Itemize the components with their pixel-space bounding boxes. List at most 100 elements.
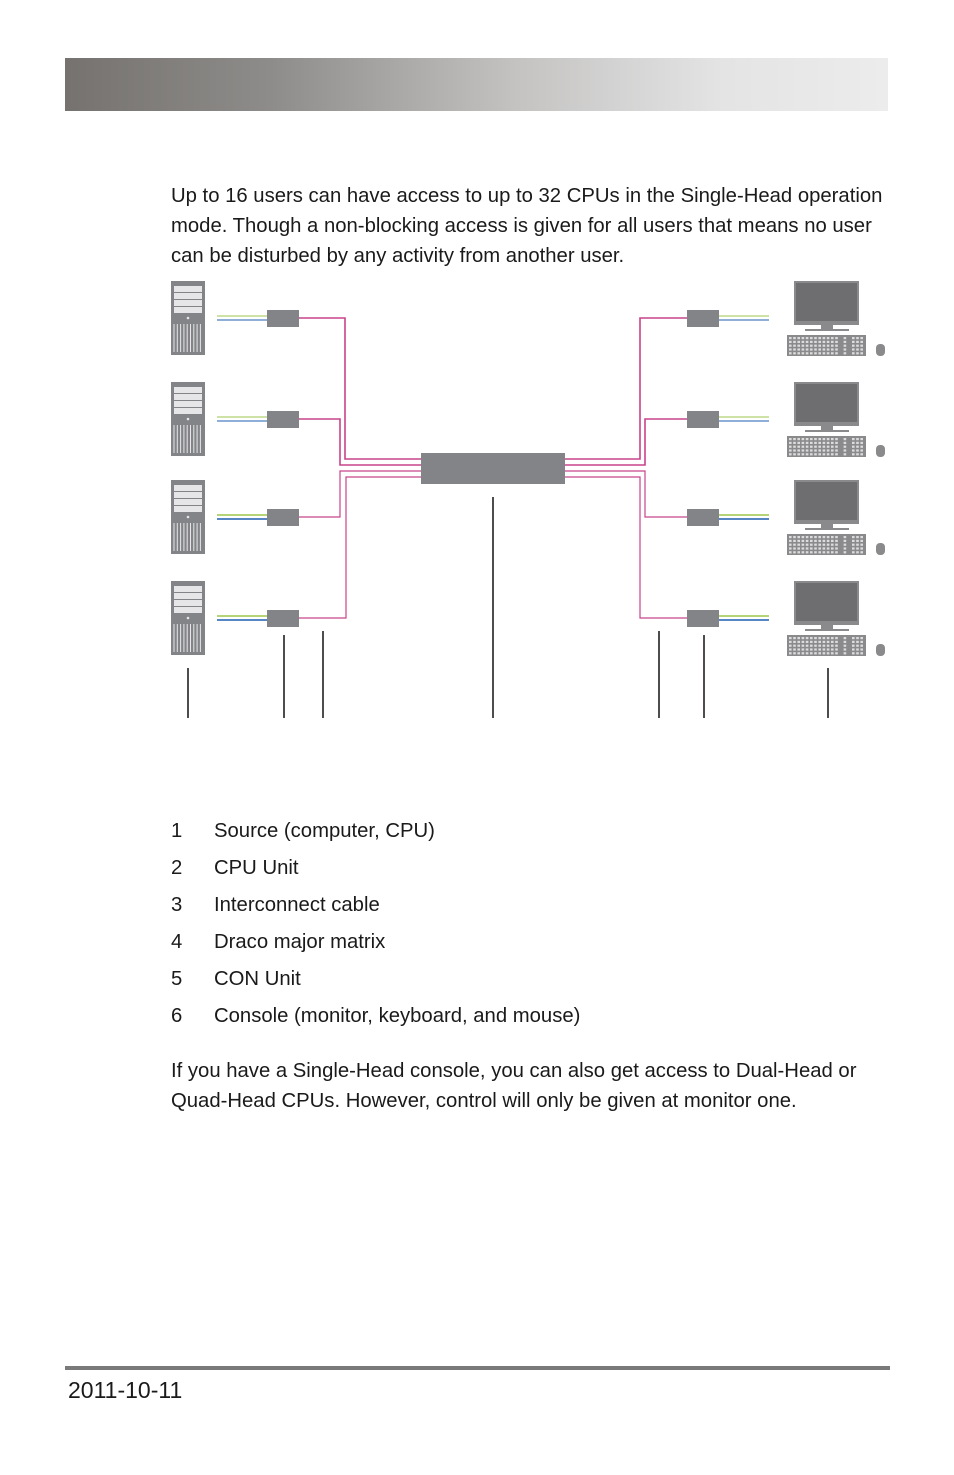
key bbox=[801, 352, 805, 355]
key bbox=[810, 547, 813, 550]
key bbox=[852, 539, 855, 542]
vent-slot bbox=[196, 624, 198, 652]
key bbox=[789, 536, 792, 539]
footer-divider bbox=[65, 1366, 890, 1370]
key bbox=[860, 352, 863, 355]
key bbox=[793, 441, 796, 444]
key bbox=[831, 637, 834, 640]
key bbox=[789, 543, 792, 546]
key bbox=[831, 352, 834, 355]
monitor-neck bbox=[821, 524, 833, 528]
console-icon bbox=[787, 581, 885, 656]
key bbox=[835, 648, 838, 651]
monitor-screen bbox=[796, 283, 857, 321]
key bbox=[797, 543, 800, 546]
key bbox=[843, 449, 847, 452]
key bbox=[856, 453, 859, 456]
key bbox=[805, 352, 809, 355]
interconnect-cable bbox=[565, 418, 687, 466]
key bbox=[805, 449, 809, 452]
key bbox=[814, 449, 817, 452]
key bbox=[822, 648, 826, 651]
key bbox=[852, 536, 855, 539]
system-diagram bbox=[171, 281, 885, 718]
key bbox=[843, 348, 847, 351]
key bbox=[818, 453, 821, 456]
key bbox=[789, 637, 792, 640]
monitor-neck bbox=[821, 625, 833, 629]
key bbox=[822, 348, 826, 351]
key bbox=[860, 337, 863, 340]
key bbox=[818, 352, 821, 355]
key bbox=[831, 652, 834, 655]
interconnect-cable bbox=[565, 470, 687, 518]
key bbox=[810, 340, 813, 343]
key bbox=[810, 449, 813, 452]
key bbox=[856, 445, 859, 448]
key bbox=[801, 536, 805, 539]
intro-paragraph: Up to 16 users can have access to up to … bbox=[171, 185, 883, 267]
header-bar bbox=[65, 58, 888, 111]
key bbox=[789, 640, 792, 643]
key bbox=[793, 352, 796, 355]
key bbox=[856, 337, 859, 340]
key bbox=[801, 640, 805, 643]
key bbox=[814, 438, 817, 441]
key bbox=[805, 453, 809, 456]
monitor-screen bbox=[796, 482, 857, 520]
key bbox=[843, 453, 847, 456]
keyboard-icon bbox=[787, 335, 866, 356]
key bbox=[793, 551, 796, 554]
key bbox=[856, 536, 859, 539]
key bbox=[797, 551, 800, 554]
key bbox=[826, 640, 830, 643]
interconnect-cable bbox=[299, 317, 421, 460]
drive-bay bbox=[174, 300, 202, 306]
vent-slot bbox=[176, 624, 178, 652]
key bbox=[793, 547, 796, 550]
drive-bay bbox=[174, 307, 202, 313]
key bbox=[826, 352, 830, 355]
key bbox=[810, 543, 813, 546]
outro-paragraph: If you have a Single-Head console, you c… bbox=[171, 1060, 857, 1112]
footer-date: 2011-10-11 bbox=[68, 1377, 183, 1403]
key bbox=[856, 551, 859, 554]
key bbox=[801, 438, 805, 441]
key bbox=[805, 536, 809, 539]
key bbox=[860, 449, 863, 452]
key bbox=[852, 340, 855, 343]
key bbox=[843, 637, 847, 640]
interconnect-cable bbox=[565, 317, 687, 460]
key bbox=[810, 352, 813, 355]
key bbox=[826, 337, 830, 340]
key bbox=[793, 348, 796, 351]
legend-label: CPU Unit bbox=[214, 857, 299, 879]
interconnect-cable bbox=[565, 476, 687, 619]
vent-slot bbox=[193, 523, 195, 551]
legend-number: 4 bbox=[171, 931, 183, 953]
vent-slot bbox=[183, 324, 185, 352]
drive-bay bbox=[174, 600, 202, 606]
monitor-neck bbox=[821, 426, 833, 430]
vent-slot bbox=[173, 624, 175, 652]
drive-bay bbox=[174, 485, 202, 491]
key bbox=[810, 441, 813, 444]
key bbox=[801, 348, 805, 351]
key bbox=[801, 644, 805, 647]
key bbox=[801, 637, 805, 640]
key bbox=[843, 539, 847, 542]
key bbox=[852, 640, 855, 643]
key bbox=[860, 453, 863, 456]
mouse-icon bbox=[876, 644, 885, 656]
key bbox=[793, 648, 796, 651]
drive-bay bbox=[174, 387, 202, 393]
monitor-screen bbox=[796, 384, 857, 422]
key bbox=[797, 445, 800, 448]
key bbox=[856, 543, 859, 546]
key bbox=[793, 536, 796, 539]
key bbox=[814, 644, 817, 647]
key bbox=[805, 640, 809, 643]
key bbox=[810, 453, 813, 456]
